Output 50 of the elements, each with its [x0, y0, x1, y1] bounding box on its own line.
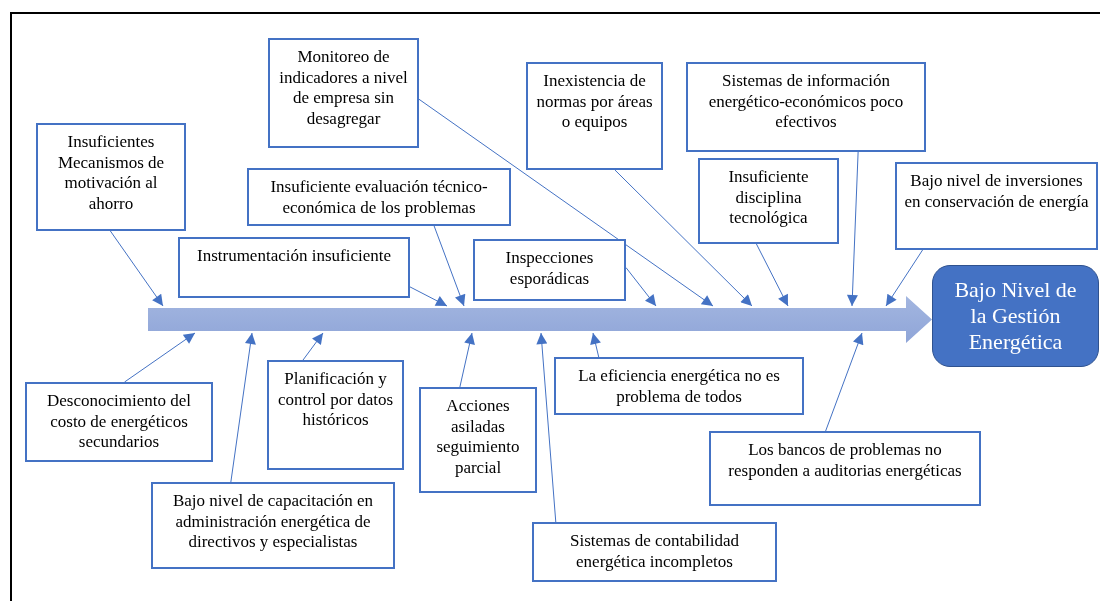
- cause-text: Desconocimiento del costo de energéticos secundarios: [46, 391, 192, 453]
- cause-text: Monitoreo de indicadores a nivel de empresa sin desagregar: [278, 47, 409, 129]
- arrow: [885, 249, 924, 307]
- effect-text: Bajo Nivel de la Gestión Energética: [953, 277, 1078, 355]
- cause-text: Planificación y control por datos históricos: [276, 369, 395, 431]
- cause-text: Sistemas de información energético-económicos poco efectivos: [707, 71, 905, 133]
- cause-box: [709, 431, 981, 506]
- arrow: [109, 230, 164, 307]
- arrow: [230, 332, 256, 483]
- cause-box: [178, 237, 410, 298]
- arrow: [409, 286, 448, 307]
- arrow: [302, 332, 324, 361]
- arrow: [625, 267, 657, 307]
- cause-text: La eficiencia energética no es problema de todos: [577, 366, 781, 407]
- cause-box: [473, 239, 626, 301]
- cause-box: [267, 360, 404, 470]
- arrow: [755, 243, 789, 307]
- arrow: [536, 332, 557, 523]
- arrow: [825, 332, 864, 432]
- arrow: [614, 169, 753, 307]
- cause-box: [36, 123, 186, 231]
- cause-box: [268, 38, 419, 148]
- cause-text: Los bancos de problemas no responden a auditorias energéticas: [727, 440, 963, 481]
- cause-box: [698, 158, 839, 244]
- cause-text: Insuficientes Mecanismos de motivación al ahorro: [56, 132, 166, 214]
- cause-box: [25, 382, 213, 462]
- cause-text: Instrumentación insuficiente: [196, 246, 392, 267]
- cause-text: Bajo nivel de inversiones en conservación de energía: [903, 171, 1090, 212]
- cause-text: Insuficiente disciplina tecnológica: [727, 167, 810, 229]
- cause-box: [151, 482, 395, 569]
- cause-text: Bajo nivel de capacitación en administración energética de directivos y especialistas: [171, 491, 375, 553]
- cause-box: [526, 62, 663, 170]
- arrow: [418, 98, 714, 307]
- arrow: [459, 332, 475, 388]
- cause-box: [247, 168, 511, 226]
- cause-box: [532, 522, 777, 582]
- arrow: [124, 332, 196, 383]
- cause-text: Insuficiente evaluación técnico-económica de los problemas: [269, 177, 489, 218]
- cause-box: [419, 387, 537, 493]
- cause-box: [554, 357, 804, 415]
- cause-text: Inspecciones esporádicas: [504, 248, 595, 289]
- cause-box: [686, 62, 926, 152]
- arrow: [433, 225, 466, 307]
- cause-text: Sistemas de contabilidad energética incompletos: [569, 531, 740, 572]
- effect-box: [932, 265, 1099, 367]
- arrow: [846, 151, 859, 307]
- arrow: [590, 332, 601, 358]
- cause-text: Inexistencia de normas por áreas o equipos: [535, 71, 654, 133]
- cause-text: Acciones asiladas seguimiento parcial: [435, 396, 521, 478]
- cause-box: [895, 162, 1098, 250]
